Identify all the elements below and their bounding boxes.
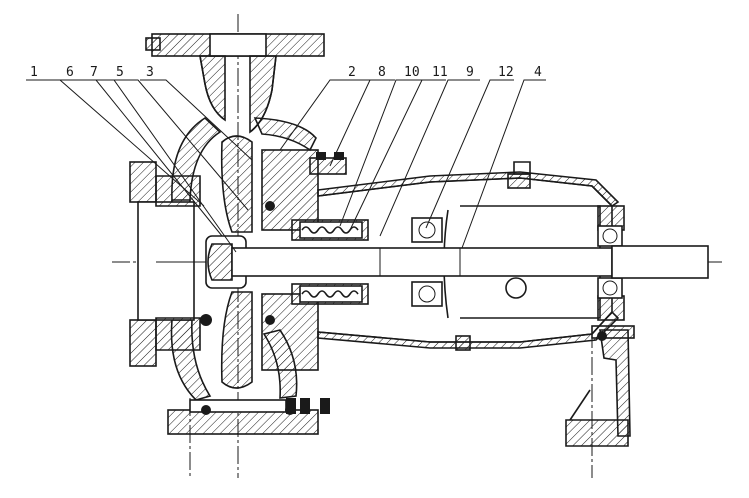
callout-11: 11 [432, 65, 448, 80]
callout-9: 9 [466, 65, 474, 80]
impeller [205, 135, 253, 389]
pump-shaft [231, 245, 709, 279]
bolts [200, 201, 330, 414]
suction-inlet [129, 161, 201, 367]
callout-3: 3 [146, 65, 154, 80]
bearing-frame [317, 161, 625, 351]
callout-10: 10 [404, 65, 420, 80]
callout-1: 1 [30, 65, 38, 80]
callout-6: 6 [66, 65, 74, 80]
bearings [411, 217, 623, 307]
leader-lines [26, 79, 546, 253]
callout-4: 4 [534, 65, 542, 80]
callout-labels: 1 6 7 5 3 2 8 10 11 9 12 4 [30, 65, 542, 80]
bearing-foot [565, 325, 635, 447]
callout-8: 8 [378, 65, 386, 80]
callout-2: 2 [348, 65, 356, 80]
discharge-flange [145, 33, 325, 134]
callout-5: 5 [116, 65, 124, 80]
callout-12: 12 [498, 65, 514, 80]
callout-7: 7 [90, 65, 98, 80]
